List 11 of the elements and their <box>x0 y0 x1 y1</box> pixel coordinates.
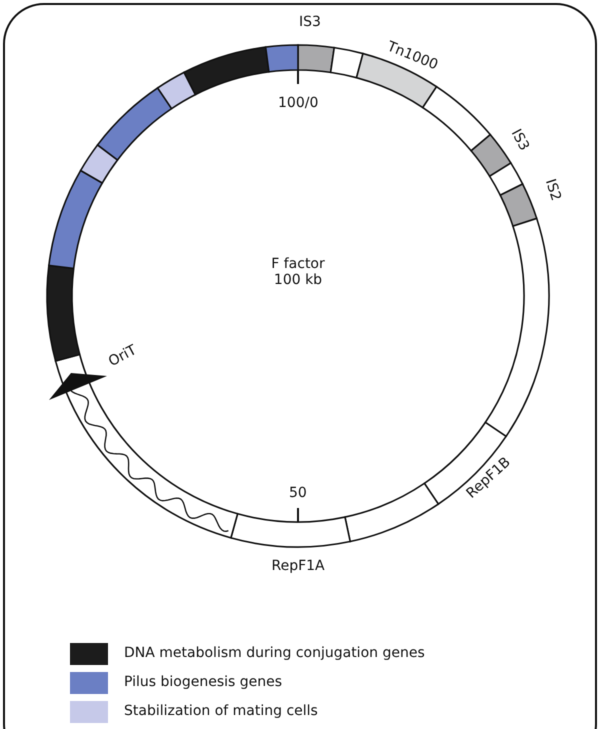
origin-label: OriT <box>105 342 139 370</box>
plasmid-title: F factor 100 kb <box>270 256 326 288</box>
position-marker: 50 <box>289 485 307 501</box>
segment-label: RepF1A <box>272 558 325 574</box>
segment-label: IS3 <box>508 126 532 154</box>
segment-label: IS3 <box>299 14 321 30</box>
position-marker: 100/0 <box>278 95 318 111</box>
legend-label: Stabilization of mating cells <box>124 703 318 719</box>
segment-label: IS2 <box>542 177 564 203</box>
legend-label: DNA metabolism during conjugation genes <box>124 645 425 661</box>
legend-label: Pilus biogenesis genes <box>124 674 282 690</box>
